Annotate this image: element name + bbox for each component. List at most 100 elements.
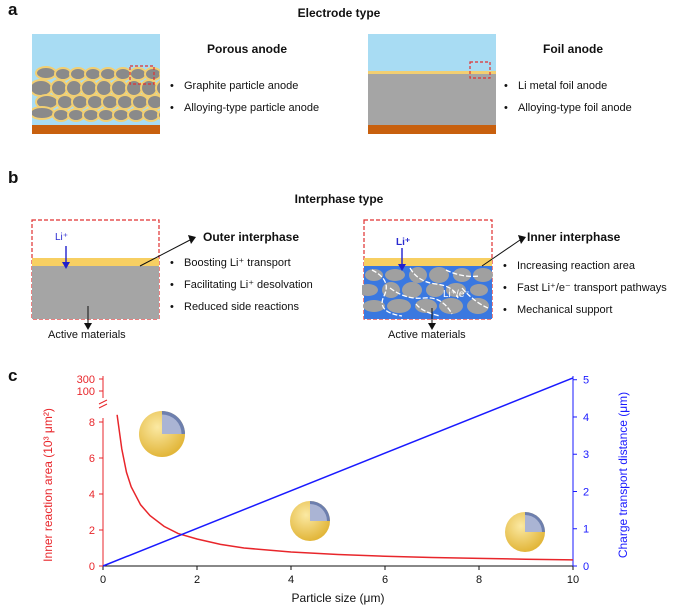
active-particle	[446, 283, 466, 297]
panel-b-label: b	[8, 168, 19, 187]
active-particle	[362, 284, 378, 296]
outer-active-materials-label: Active materials	[48, 329, 126, 341]
small-particle-sphere	[139, 411, 185, 457]
charge-transport-distance-line	[102, 377, 574, 567]
transport-pathway	[409, 267, 459, 299]
inner-li-ion-label: Li⁺	[396, 237, 411, 248]
graphite-particle	[86, 94, 104, 110]
y-right-axis-title: Charge transport distance (μm)	[616, 392, 630, 558]
graphite-particle	[146, 94, 160, 110]
inner-interphase-illustration	[362, 219, 526, 330]
active-particle	[385, 269, 405, 281]
x-tick-label: 6	[382, 574, 388, 586]
outer-interphase-illustration	[31, 219, 196, 330]
inner-active-materials-label: Active materials	[388, 329, 466, 341]
graphite-particle	[157, 109, 160, 121]
x-tick-label: 0	[100, 574, 106, 586]
list-item: Mechanical support	[503, 303, 667, 325]
graphite-particle	[110, 79, 128, 97]
graphite-particle	[155, 79, 160, 97]
y-right-tick-label: 3	[583, 449, 589, 461]
foil-anode-illustration	[368, 34, 496, 134]
x-axis-title: Particle size (μm)	[292, 591, 385, 605]
graphite-particle	[32, 79, 53, 97]
graphite-particle	[35, 66, 57, 80]
graphite-particle	[144, 67, 160, 81]
graphite-particle	[80, 79, 98, 97]
graphite-particle	[52, 108, 70, 122]
graphite-particle	[65, 79, 83, 97]
graphite-particle	[69, 67, 87, 81]
graphite-particle	[84, 67, 102, 81]
transport-pathway	[415, 303, 441, 317]
graphite-particle	[71, 94, 89, 110]
y-right-tick-label: 1	[583, 524, 589, 536]
panel-a-label: a	[8, 0, 18, 19]
y-right-tick-label: 5	[583, 375, 589, 387]
axis-break-mark	[98, 399, 108, 409]
graphite-particle	[142, 108, 160, 122]
list-item: Fast Li⁺/e⁻ transport pathways	[503, 281, 667, 303]
list-item: Alloying-type foil anode	[504, 101, 632, 123]
inner-reaction-area-line	[116, 414, 574, 561]
x-tick-label: 8	[476, 574, 482, 586]
graphite-particle	[54, 67, 72, 81]
transport-pathway	[461, 287, 489, 309]
y-left-tick-label: 8	[89, 417, 95, 429]
porous-anode-illustration	[32, 34, 160, 134]
y-right-tick-label: 4	[583, 412, 589, 424]
inner-interphase-title: Inner interphase	[527, 230, 621, 244]
active-particle	[363, 300, 385, 312]
graphite-particle	[131, 94, 149, 110]
graphite-particle	[99, 67, 117, 81]
foil-anode-bullets: Li metal foil anode Alloying-type foil a…	[504, 79, 632, 123]
interphase-type-title: Interphase type	[294, 192, 384, 206]
list-item: Boosting Li⁺ transport	[170, 256, 313, 278]
graphite-particle	[50, 79, 68, 97]
graphite-particle	[32, 106, 55, 120]
outer-li-ion-label: Li⁺	[55, 232, 69, 243]
active-particle	[409, 267, 427, 283]
transport-pathway	[445, 269, 481, 278]
y-left-break-tick-label: 300	[77, 374, 95, 386]
porous-anode-title: Porous anode	[207, 42, 288, 56]
active-particle	[387, 299, 411, 313]
inner-li-e-label: Li⁺/e⁻	[443, 289, 470, 300]
electrode-type-title: Electrode type	[297, 6, 381, 20]
foil-anode-title: Foil anode	[543, 42, 603, 56]
porous-anode-bullets: Graphite particle anode Alloying-type pa…	[170, 79, 319, 123]
graphite-particle	[56, 94, 74, 110]
y-left-tick-label: 6	[89, 453, 95, 465]
active-particle	[439, 298, 463, 314]
active-particle	[470, 284, 488, 296]
graphite-particle	[101, 94, 119, 110]
active-particle	[426, 283, 444, 297]
y-right-tick-label: 2	[583, 486, 589, 498]
x-tick-label: 4	[288, 574, 294, 586]
graphite-particle	[116, 94, 134, 110]
graphite-particle	[114, 67, 132, 81]
transport-pathway	[389, 287, 453, 315]
active-particle	[365, 269, 383, 281]
medium-particle-sphere	[290, 501, 330, 541]
list-item: Facilitating Li⁺ desolvation	[170, 278, 313, 300]
list-item: Increasing reaction area	[503, 259, 667, 281]
active-particle	[402, 282, 422, 298]
transport-pathway	[371, 269, 403, 317]
active-particle	[429, 267, 449, 283]
graphite-particle	[112, 108, 130, 122]
large-particle-sphere	[505, 512, 545, 552]
y-right-tick-label: 0	[583, 561, 589, 573]
graphite-particle	[127, 108, 145, 122]
graphite-particle	[95, 79, 113, 97]
active-particle	[473, 268, 493, 282]
y-left-tick-label: 4	[89, 489, 95, 501]
inner-interphase-bullets: Increasing reaction area Fast Li⁺/e⁻ tra…	[503, 259, 667, 325]
graphite-particle	[129, 67, 147, 81]
x-tick-label: 2	[194, 574, 200, 586]
y-left-break-tick-label: 100	[77, 386, 95, 398]
graphite-particle	[82, 108, 100, 122]
graphite-particle	[125, 79, 143, 97]
list-item: Graphite particle anode	[170, 79, 319, 101]
